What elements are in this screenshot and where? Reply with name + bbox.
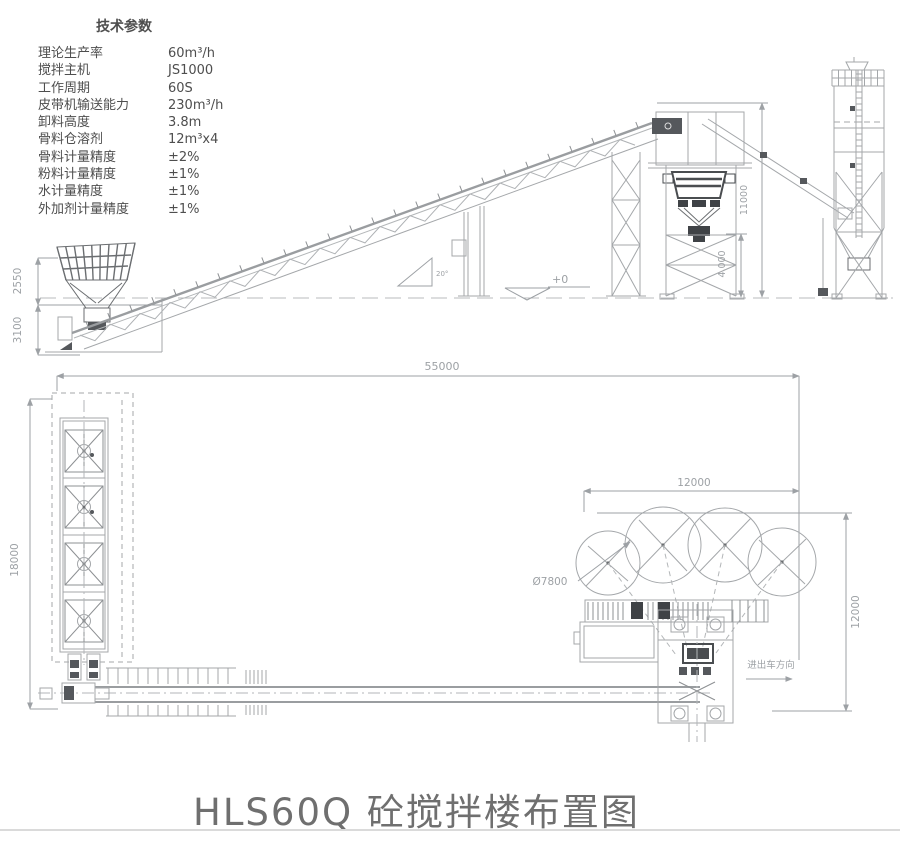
spec-row: 外加剂计量精度 ±1%	[38, 201, 258, 218]
spec-label: 外加剂计量精度	[38, 201, 130, 217]
spec-value: 3.8m	[168, 115, 202, 131]
belt-angle-symbol: 20°	[396, 256, 448, 287]
dim-silo-span: 12000	[677, 477, 710, 489]
spec-label: 皮带机输送能力	[38, 97, 130, 113]
spec-row: 骨料仓溶剂 12m³x4	[38, 131, 258, 148]
dim-plant-depth: 12000	[850, 595, 862, 628]
vehicle-direction: 进出车方向	[746, 659, 795, 682]
head-support-frame	[606, 152, 646, 297]
spec-row: 骨料计量精度 ±2%	[38, 149, 258, 166]
spec-value: ±2%	[168, 149, 200, 165]
specs-title: 技术参数	[96, 19, 152, 35]
plan-view: 55000 18000	[9, 360, 862, 742]
datum-marker: +0	[504, 273, 590, 301]
spec-row: 搅拌主机 JS1000	[38, 62, 258, 79]
belt-angle-label: 20°	[436, 270, 448, 278]
spec-label: 骨料计量精度	[38, 149, 117, 165]
spec-row: 皮带机输送能力 230m³/h	[38, 97, 258, 114]
vehicle-direction-label: 进出车方向	[747, 659, 795, 671]
spec-label: 理论生产率	[38, 46, 104, 61]
spec-value: 60S	[168, 80, 193, 96]
mixer-unit	[648, 162, 752, 242]
mixing-building-plan	[573, 599, 769, 742]
ground-line	[40, 297, 893, 353]
plan-overall-dimension: 55000	[56, 360, 800, 660]
aggregate-hopper	[56, 242, 136, 350]
spec-label: 粉料计量精度	[38, 167, 117, 183]
spec-row: 工作周期 60S	[38, 80, 258, 97]
spec-value: 12m³x4	[168, 132, 219, 148]
spec-row: 理论生产率 60m³/h	[38, 45, 258, 62]
spec-label: 工作周期	[38, 80, 91, 96]
dim-total-length: 55000	[425, 360, 460, 373]
elevation-left-dimensions: 2550 3100	[12, 257, 162, 356]
dim-discharge-height: 4.000	[717, 250, 728, 277]
spec-value: ±1%	[168, 201, 200, 217]
bottom-divider	[0, 829, 900, 831]
spec-value: ±1%	[168, 184, 200, 200]
spec-row: 水计量精度 ±1%	[38, 183, 258, 200]
silo-circles-plan: Ø7800	[533, 506, 817, 656]
aggregate-bins-plan	[51, 392, 134, 681]
mixing-tower: 4.000 11000	[606, 102, 768, 300]
tower-penthouse	[652, 111, 745, 166]
spec-row: 粉料计量精度 ±1%	[38, 166, 258, 183]
elevation-view: 2550 3100	[12, 57, 893, 356]
column-pads	[670, 616, 725, 722]
spec-label: 搅拌主机	[38, 63, 91, 79]
cement-silo	[818, 57, 888, 300]
screw-conveyor	[701, 118, 855, 220]
dim-hopper-upper: 2550	[12, 268, 24, 295]
specs-table: 技术参数 理论生产率 60m³/h 搅拌主机 JS1000 工作周期 60S 皮带机输…	[38, 16, 258, 218]
spec-value: 60m³/h	[168, 46, 216, 61]
silo-legs	[830, 171, 888, 300]
dim-silo-diameter: Ø7800	[533, 576, 568, 588]
belt-conveyor	[71, 121, 659, 350]
conveyor-plan	[38, 667, 712, 717]
spec-label: 卸料高度	[38, 115, 91, 131]
belt-support-column	[451, 206, 490, 297]
spec-value: ±1%	[168, 167, 200, 183]
dim-hopper-lower: 3100	[12, 317, 24, 344]
drawing-title: HLS60Q 砼搅拌楼布置图	[193, 791, 640, 834]
datum-label: +0	[552, 273, 568, 286]
spec-row: 卸料高度 3.8m	[38, 114, 258, 131]
tower-legs	[659, 165, 745, 300]
plan-silo-dimensions: 12000 12000	[583, 477, 862, 712]
plan-left-dimension: 18000	[9, 398, 58, 710]
dim-tower-height: 11000	[739, 185, 750, 215]
spec-label: 水计量精度	[38, 184, 104, 200]
spec-label: 骨料仓溶剂	[38, 132, 104, 148]
tower-dimensions: 4.000 11000	[657, 102, 768, 298]
spec-value: JS1000	[168, 63, 214, 79]
spec-value: 230m³/h	[168, 97, 224, 113]
dim-yard-width: 18000	[9, 543, 21, 576]
